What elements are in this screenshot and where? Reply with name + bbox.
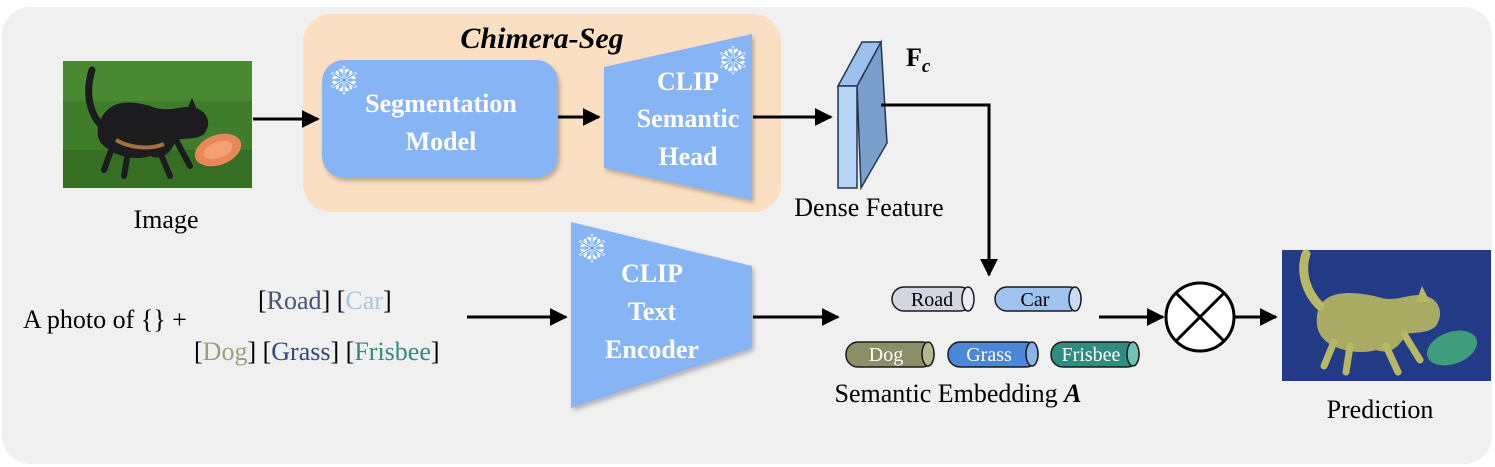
multiply-circle-icon: [1164, 281, 1236, 353]
clip-text-encoder-block: [571, 222, 752, 408]
prompt-prefix: A photo of {} +: [23, 305, 187, 334]
embedding-car: Car: [994, 286, 1082, 312]
embedding-dog: Dog: [845, 341, 935, 368]
prompt-class-row2: [Dog] [Grass] [Frisbee]: [194, 337, 440, 366]
embedding-grass: Grass: [947, 341, 1039, 368]
segmentation-model-block: [322, 60, 558, 178]
chimera-seg-title: Chimera-Seg: [460, 22, 623, 55]
prompt-class-dog: Dog: [203, 337, 248, 366]
text-encoder-line1: CLIP: [621, 259, 683, 288]
dense-feature-label: Dense Feature: [794, 193, 943, 222]
input-image: [63, 61, 252, 188]
prediction-image: [1282, 249, 1491, 381]
clip-semantic-head-block: [604, 34, 752, 200]
embedding-frisbee-label: Frisbee: [1062, 344, 1121, 366]
fc-symbol: Fc: [906, 43, 931, 77]
prompt-class-car: Car: [345, 286, 383, 315]
prediction-label: Prediction: [1327, 395, 1434, 424]
clip-head-line1: CLIP: [657, 67, 719, 96]
embedding-car-label: Car: [1021, 289, 1050, 311]
prompt-class-row1: [Road] [Car]: [258, 286, 392, 315]
embedding-road-label: Road: [911, 289, 953, 311]
embedding-dog-label: Dog: [869, 344, 903, 366]
clip-head-line3: Head: [658, 142, 718, 171]
clip-head-line2: Semantic: [637, 104, 740, 133]
segmentation-model-line1: Segmentation: [365, 89, 517, 118]
text-encoder-line3: Encoder: [605, 335, 699, 364]
text-encoder-line2: Text: [628, 297, 676, 326]
image-label: Image: [134, 205, 199, 234]
prompt-class-road: Road: [267, 286, 322, 315]
prompt-class-frisbee: Frisbee: [354, 337, 431, 366]
embedding-frisbee: Frisbee: [1050, 341, 1140, 368]
arrow-feature-to-embedding: [881, 103, 998, 277]
embedding-road: Road: [891, 286, 975, 312]
embedding-grass-label: Grass: [966, 344, 1012, 366]
segmentation-model-line2: Model: [406, 127, 477, 156]
dense-feature-block: [836, 39, 888, 191]
prompt-class-grass: Grass: [271, 337, 330, 366]
flow-arrows: [253, 103, 1278, 326]
semantic-embedding-label: Semantic Embedding A: [835, 379, 1082, 408]
